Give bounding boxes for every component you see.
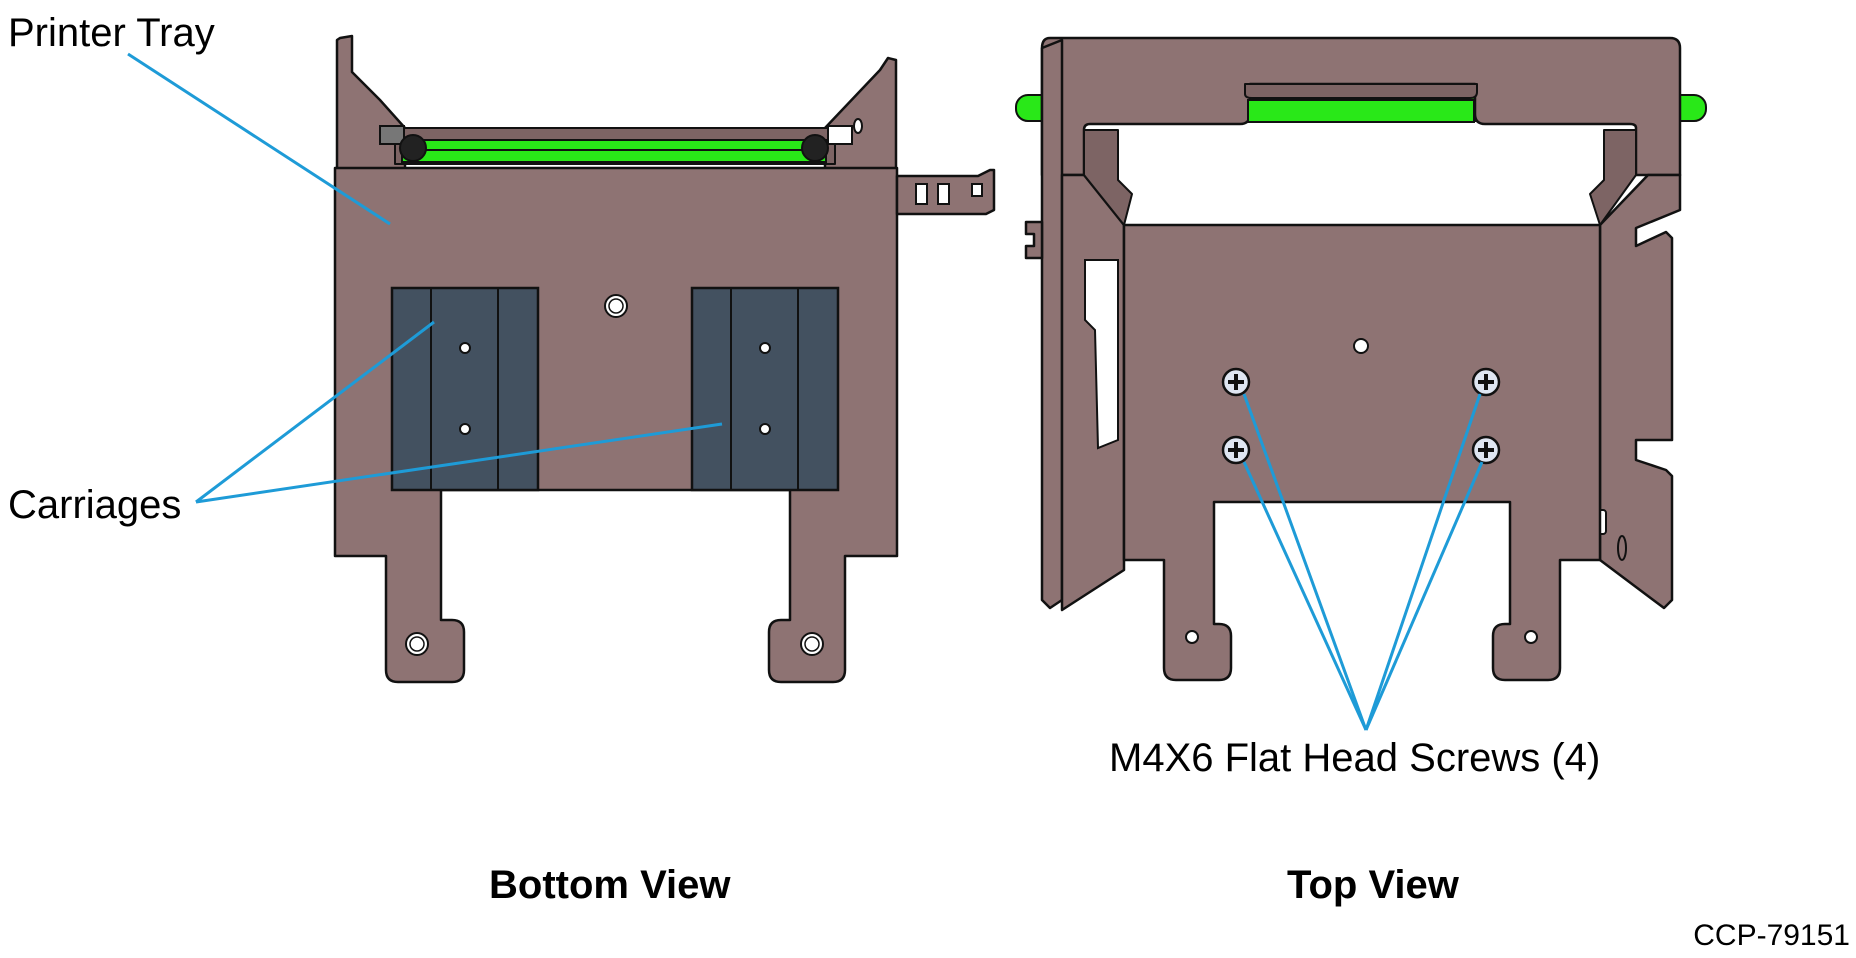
leg-hole-left	[1185, 630, 1199, 644]
carriages-label: Carriages	[8, 483, 181, 527]
green-rod-center	[1247, 99, 1475, 123]
screw-bottom-right	[1471, 435, 1501, 465]
rod-end-left	[379, 125, 405, 145]
screw-top-left	[1221, 367, 1251, 397]
printer-tray-label: Printer Tray	[8, 11, 215, 55]
roller-right	[801, 134, 829, 162]
leg-hole-right	[1524, 630, 1538, 644]
leg-hole-right	[800, 632, 824, 656]
leader-carriage-right	[195, 422, 723, 504]
leader-printer-tray	[127, 52, 391, 226]
leader-screw-bottom-left	[1242, 461, 1368, 731]
plate-hole	[1353, 338, 1369, 354]
leg-hole-left	[405, 632, 429, 656]
screw-top-right	[1471, 367, 1501, 397]
leader-lines	[127, 52, 1484, 731]
carriage-left	[390, 286, 540, 492]
screw-bottom-left	[1221, 435, 1251, 465]
top-view-caption: Top View	[1287, 863, 1460, 907]
carriage-right	[690, 286, 840, 492]
bottom-view-drawing	[333, 34, 996, 684]
rod-end-right	[827, 125, 853, 145]
figure-id: CCP-79151	[1693, 919, 1850, 952]
leader-screw-top-right	[1364, 393, 1482, 731]
leader-screw-bottom-right	[1364, 461, 1484, 731]
top-view-drawing	[1015, 36, 1707, 682]
roller-left	[399, 134, 427, 162]
bottom-view-caption: Bottom View	[489, 863, 731, 907]
leader-carriage-left	[195, 320, 435, 504]
bracket-slot	[937, 183, 950, 205]
bracket-slot	[915, 183, 928, 205]
right-side-wall	[1598, 173, 1682, 610]
wing-slot	[853, 118, 863, 134]
leader-screw-top-left	[1242, 393, 1368, 731]
left-side-wall	[1040, 38, 1064, 610]
bracket-slot	[971, 183, 983, 197]
left-tab	[1024, 220, 1044, 260]
plate-hole	[604, 294, 628, 318]
screws-label: M4X6 Flat Head Screws (4)	[1109, 736, 1600, 780]
tray-plate	[1122, 223, 1602, 682]
